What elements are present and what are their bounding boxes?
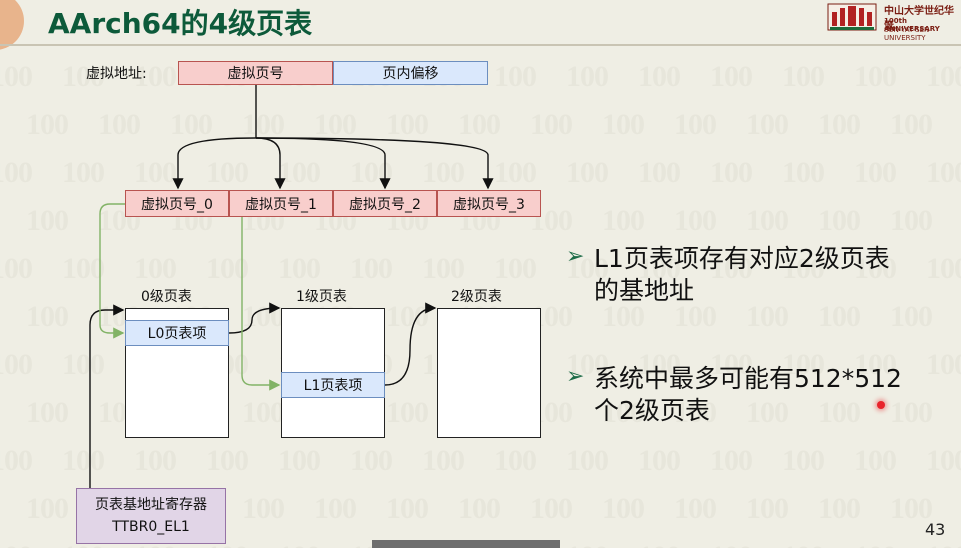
title-bar: AArch64的4级页表 — [0, 0, 961, 50]
virtual-address-label: 虚拟地址: — [86, 66, 147, 82]
page-title: AArch64的4级页表 — [48, 7, 313, 40]
register-to-table0-arrow — [89, 304, 125, 488]
l0-entry: L0页表项 — [125, 320, 229, 346]
split-arrow-2 — [255, 137, 391, 190]
title-divider — [0, 44, 961, 46]
page-table-2 — [437, 308, 541, 438]
bullet-1-arrow-icon: ➢ — [566, 244, 585, 269]
va-vpn-field: 虚拟页号 — [178, 61, 333, 85]
vpn-part-1: 虚拟页号_1 — [229, 190, 333, 217]
vpn0-index-arrow — [99, 203, 125, 339]
vpn-part-3: 虚拟页号_3 — [437, 190, 541, 217]
l1-to-table2-arrow — [384, 302, 437, 386]
bullet-2: 系统中最多可能有512*512 个2级页表 — [594, 364, 902, 425]
table-1-title: 1级页表 — [296, 289, 347, 305]
va-offset-field: 页内偏移 — [333, 61, 488, 85]
laser-pointer-icon — [877, 401, 885, 409]
l1-entry: L1页表项 — [281, 372, 385, 398]
bullet-1: L1页表项存有对应2级页表 的基地址 — [594, 244, 890, 305]
logo-anniversary: 100th ANNIVERSARY — [884, 17, 940, 33]
vpn-part-0: 虚拟页号_0 — [125, 190, 229, 217]
ttbr-register: 页表基地址寄存器 TTBR0_EL1 — [76, 488, 226, 544]
page-number: 43 — [925, 520, 946, 539]
table-2-title: 2级页表 — [451, 289, 502, 305]
logo-university-name: SUN YAT-SEN UNIVERSITY — [884, 26, 930, 42]
logo-chinese-name: 中山大学世纪华诞 — [884, 6, 954, 32]
player-control-bar[interactable] — [372, 540, 560, 548]
bullet-2-arrow-icon: ➢ — [566, 364, 585, 389]
split-arrow-1 — [255, 137, 286, 190]
split-arrow-3 — [255, 137, 494, 190]
vpn1-index-arrow — [241, 217, 281, 391]
split-arrow-0 — [172, 137, 257, 190]
l0-to-table1-arrow — [228, 302, 281, 334]
vpn-part-2: 虚拟页号_2 — [333, 190, 437, 217]
register-name: 页表基地址寄存器 — [95, 497, 207, 513]
university-logo-icon — [827, 3, 877, 31]
register-id: TTBR0_EL1 — [112, 519, 190, 535]
table-0-title: 0级页表 — [141, 289, 192, 305]
